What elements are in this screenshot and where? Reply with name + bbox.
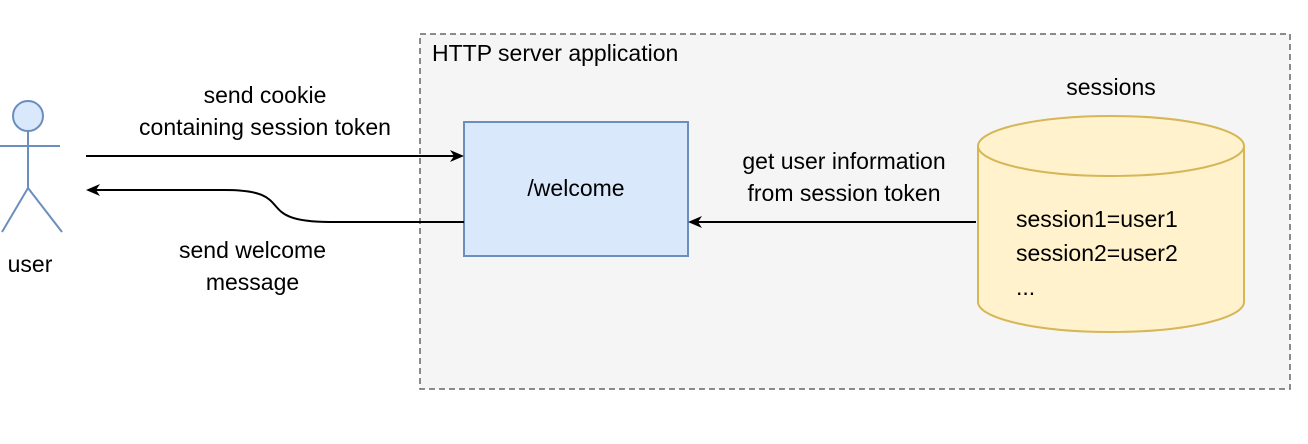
container-title: HTTP server application bbox=[432, 40, 679, 66]
database-entry: session2=user2 bbox=[1016, 240, 1178, 266]
response-label-line: send welcome bbox=[178, 237, 327, 263]
lookup-label-line: from session token bbox=[747, 180, 941, 206]
response-arrow[interactable] bbox=[86, 184, 464, 223]
response-label-line: message bbox=[205, 269, 300, 295]
person-icon[interactable] bbox=[0, 100, 63, 233]
cylinder-icon[interactable] bbox=[977, 115, 1245, 333]
welcome-endpoint-box[interactable] bbox=[463, 121, 689, 257]
lookup-label-line: get user information bbox=[742, 148, 946, 174]
lookup-edge-label: get user information from session token bbox=[704, 145, 984, 209]
database-entry: ... bbox=[1016, 274, 1036, 300]
database-entries: session1=user1 session2=user2 ... bbox=[1016, 202, 1178, 304]
endpoint-label: /welcome bbox=[527, 175, 625, 201]
database-title: sessions bbox=[1066, 74, 1156, 100]
database-entry: session1=user1 bbox=[1016, 206, 1178, 232]
response-edge-label: send welcome message bbox=[100, 234, 405, 298]
request-label-line: containing session token bbox=[139, 114, 391, 140]
actor-label: user bbox=[7, 251, 53, 277]
request-label-line: send cookie bbox=[203, 82, 327, 108]
request-edge-label: send cookie containing session token bbox=[100, 79, 430, 143]
